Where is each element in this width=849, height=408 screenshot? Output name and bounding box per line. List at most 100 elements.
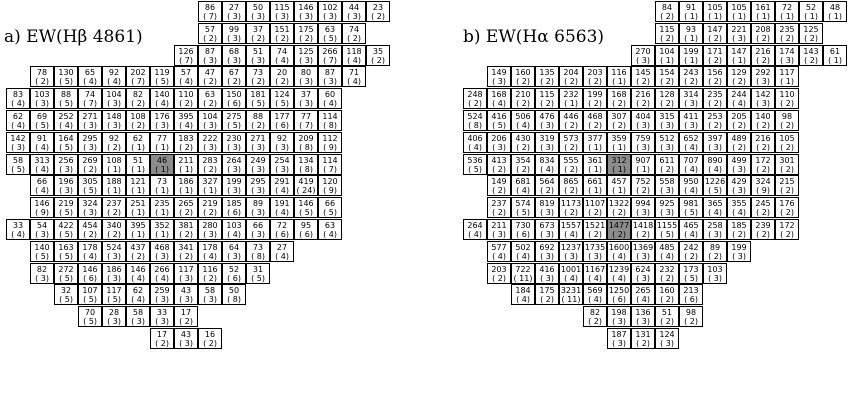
cell-value: 1369	[632, 242, 654, 252]
cell-error: ( 3)	[540, 230, 554, 239]
grid-cell: 205( 2)	[727, 110, 751, 131]
cell-value: 156	[707, 68, 723, 78]
cell-error: ( 2)	[684, 77, 698, 87]
grid-cell: 1418( 2)	[631, 219, 655, 240]
grid-cell: 185( 2)	[727, 219, 751, 240]
cell-value: 142	[755, 90, 771, 100]
cell-error: ( 2)	[612, 230, 626, 239]
cell-value: 476	[539, 112, 555, 121]
cell-error: ( 4)	[275, 208, 289, 218]
grid-cell: 92( 3)	[270, 131, 294, 153]
cell-error: ( 2)	[780, 33, 794, 43]
grid-cell: 3231( 11)	[559, 284, 583, 306]
grid-cell: 759( 3)	[631, 131, 655, 153]
cell-error: ( 2)	[540, 99, 554, 109]
cell-value: 183	[178, 133, 194, 143]
cell-value: 125	[803, 24, 819, 34]
grid-cell: 1237( 3)	[559, 240, 583, 262]
cell-value: 1322	[608, 199, 630, 209]
grid-cell: 419( 24)	[294, 175, 318, 197]
cell-error: ( 2)	[588, 99, 602, 109]
cell-error: ( 2)	[371, 12, 385, 21]
grid-cell: 146( 3)	[294, 1, 318, 22]
cell-value: 66	[324, 199, 336, 209]
grid-cell: 92( 4)	[102, 66, 126, 88]
cell-error: ( 5)	[251, 273, 265, 283]
grid-cell: 58( 3)	[198, 284, 222, 306]
cell-value: 406	[467, 133, 483, 143]
grid-cell: 406( 4)	[463, 131, 487, 153]
grid-cell: 68( 3)	[222, 44, 246, 66]
grid-cell: 128( 2)	[655, 88, 679, 110]
cell-value: 52	[228, 264, 240, 274]
cell-error: ( 3)	[612, 317, 626, 327]
grid-cell: 573( 2)	[559, 131, 583, 153]
grid-cell: 199( 1)	[679, 44, 703, 66]
cell-value: 120	[322, 177, 338, 187]
grid-cell: 62( 4)	[126, 284, 150, 306]
grid-cell: 17( 2)	[174, 306, 198, 328]
cell-error: ( 5)	[59, 273, 73, 283]
grid-cell: 27( 3)	[222, 1, 246, 22]
cell-value: 130	[58, 68, 74, 78]
cell-value: 341	[178, 242, 194, 252]
cell-error: ( 4)	[612, 273, 626, 283]
cell-value: 221	[731, 24, 747, 34]
grid-cell: 204( 2)	[559, 66, 583, 88]
cell-value: 89	[709, 242, 721, 252]
cell-value: 950	[683, 177, 699, 187]
cell-error: ( 2)	[660, 295, 674, 305]
grid-cell: 58( 3)	[126, 306, 150, 328]
cell-error: ( 2)	[492, 208, 506, 218]
grid-cell: 1107( 2)	[583, 197, 607, 219]
cell-value: 62	[132, 133, 144, 143]
cell-value: 51	[132, 155, 144, 165]
grid-cell: 266( 7)	[318, 44, 342, 66]
grid-cell: 84( 2)	[655, 1, 679, 22]
cell-error: ( 2)	[588, 317, 602, 327]
cell-error: ( 2)	[780, 142, 794, 152]
cell-value: 77	[156, 133, 168, 143]
grid-cell: 78( 2)	[30, 66, 54, 88]
cell-value: 673	[539, 221, 555, 230]
grid-cell: 61( 1)	[823, 44, 847, 66]
cell-value: 457	[611, 177, 627, 187]
grid-cell: 264( 4)	[463, 219, 487, 240]
cell-value: 119	[154, 68, 170, 78]
cell-error: ( 4)	[83, 77, 97, 87]
cell-error: ( 2)	[203, 33, 217, 43]
cell-value: 1107	[584, 199, 606, 209]
grid-cell: 202( 7)	[126, 66, 150, 88]
cell-value: 92	[108, 133, 120, 143]
cell-value: 87	[204, 46, 216, 56]
cell-error: ( 3)	[227, 186, 241, 196]
cell-value: 437	[130, 242, 146, 252]
cell-value: 62	[132, 286, 144, 296]
grid-cell: 163( 5)	[54, 240, 78, 262]
grid-cell: 67( 2)	[222, 66, 246, 88]
cell-error: ( 5)	[59, 77, 73, 87]
cell-value: 258	[707, 221, 723, 230]
grid-cell: 1239( 4)	[607, 262, 631, 284]
cell-error: ( 3)	[564, 251, 578, 261]
cell-value: 524	[106, 242, 122, 252]
cell-value: 63	[324, 24, 336, 34]
cell-value: 37	[300, 90, 312, 100]
grid-cell: 252( 4)	[54, 110, 78, 131]
cell-error: ( 3)	[35, 230, 49, 239]
grid-cell: 313( 4)	[30, 153, 54, 175]
grid-cell: 176( 3)	[150, 110, 174, 131]
cell-value: 354	[515, 155, 531, 165]
grid-cell: 237( 2)	[487, 197, 511, 219]
cell-value: 98	[781, 112, 793, 121]
grid-cell: 555( 2)	[559, 153, 583, 175]
grid-cell: 117( 3)	[174, 262, 198, 284]
cell-value: 88	[60, 90, 72, 100]
cell-error: ( 2)	[756, 55, 770, 65]
cell-value: 307	[611, 112, 627, 121]
cell-error: ( 2)	[203, 339, 217, 348]
grid-cell: 63( 4)	[318, 219, 342, 240]
cell-error: ( 1)	[780, 77, 794, 87]
cell-error: ( 3)	[131, 317, 145, 327]
grid-cell: 82( 2)	[583, 306, 607, 328]
